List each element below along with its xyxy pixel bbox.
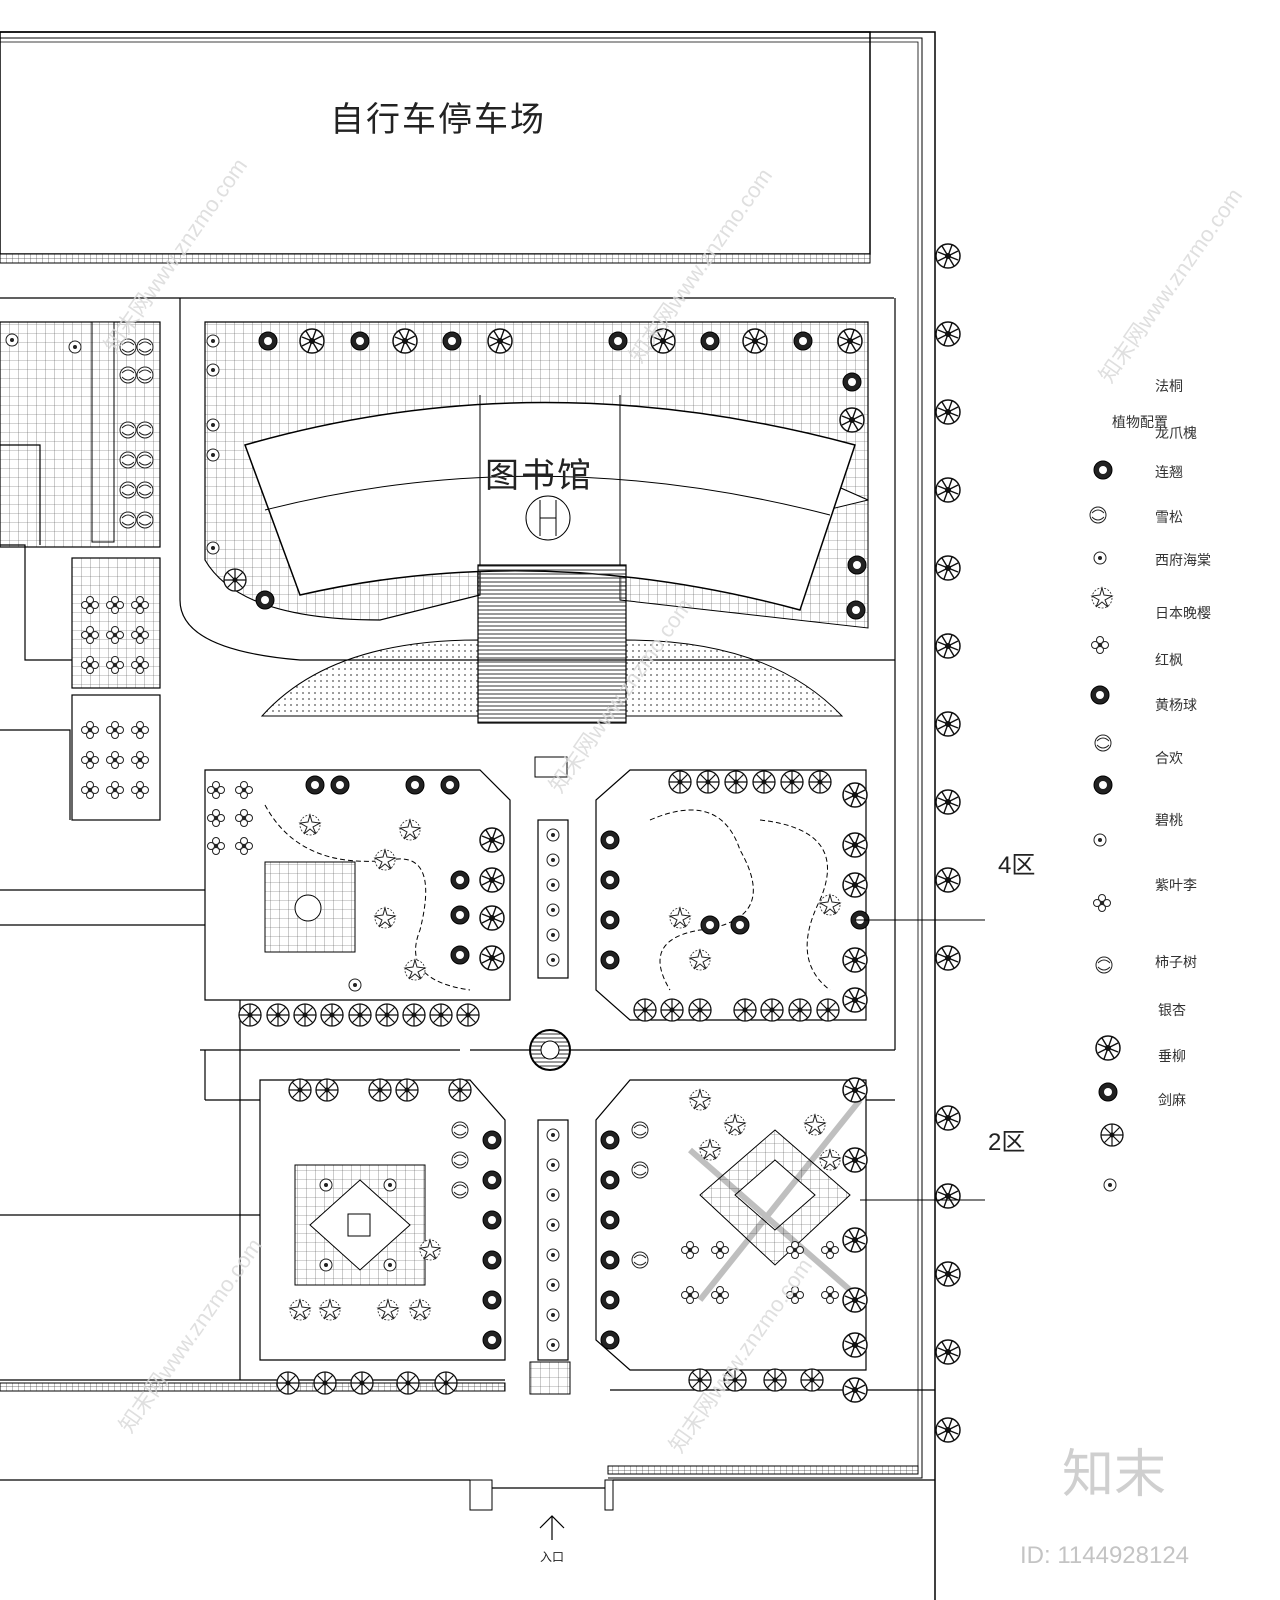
library-building <box>244 395 856 611</box>
garden-sw <box>259 1079 506 1361</box>
legend-item-forsythia: 连翘 <box>1155 465 1183 481</box>
north-axis-bed <box>537 819 569 979</box>
front-lawn-arc <box>260 639 479 717</box>
legend-item-willow: 垂柳 <box>1158 1049 1186 1065</box>
legend-item-agave: 剑麻 <box>1158 1093 1186 1109</box>
garden-nw <box>204 769 511 1001</box>
legend-title: 植物配置 <box>1112 415 1168 431</box>
front-lawn-arc-east <box>625 639 844 717</box>
bike-parking-label: 自行车停车场 <box>330 100 546 140</box>
brand-logo: 知末 <box>1062 1445 1167 1505</box>
south-wall-east <box>607 1465 919 1475</box>
image-id: ID: 1144928124 <box>1020 1542 1190 1569</box>
legend-item-ginkgo: 银杏 <box>1158 1003 1186 1019</box>
west-path <box>91 321 115 543</box>
legend-item-plum: 紫叶李 <box>1155 878 1197 894</box>
south-gate-bed <box>529 1361 571 1395</box>
legend-item-sycamore: 法桐 <box>1155 379 1183 395</box>
south-axis-bed <box>537 1119 569 1361</box>
entrance-label: 入口 <box>540 1550 565 1564</box>
garden-ne <box>595 769 867 1021</box>
legend-item-cherry: 日本晚樱 <box>1155 606 1211 622</box>
library-label: 图书馆 <box>485 456 593 496</box>
legend-item-pagoda-tree: 龙爪槐 <box>1155 426 1197 442</box>
legend-item-silk-tree: 合欢 <box>1155 751 1183 767</box>
legend-item-red-maple: 红枫 <box>1155 653 1183 669</box>
east-street-trees <box>935 243 961 1443</box>
zone-2-label: 2区 <box>988 1129 1026 1156</box>
bike-parking-area <box>0 31 871 264</box>
legend-item-boxwood: 黄杨球 <box>1155 698 1197 714</box>
legend-symbols <box>1089 460 1124 1192</box>
zone-4-label: 4区 <box>998 852 1036 879</box>
legend-item-peach: 碧桃 <box>1155 813 1183 829</box>
legend-item-crabapple: 西府海棠 <box>1155 553 1211 569</box>
central-fountain <box>529 756 571 1071</box>
south-gate <box>0 1479 935 1540</box>
legend-item-cedar: 雪松 <box>1155 510 1183 526</box>
legend-item-persimmon: 柿子树 <box>1155 955 1197 971</box>
south-wall <box>0 1382 506 1392</box>
